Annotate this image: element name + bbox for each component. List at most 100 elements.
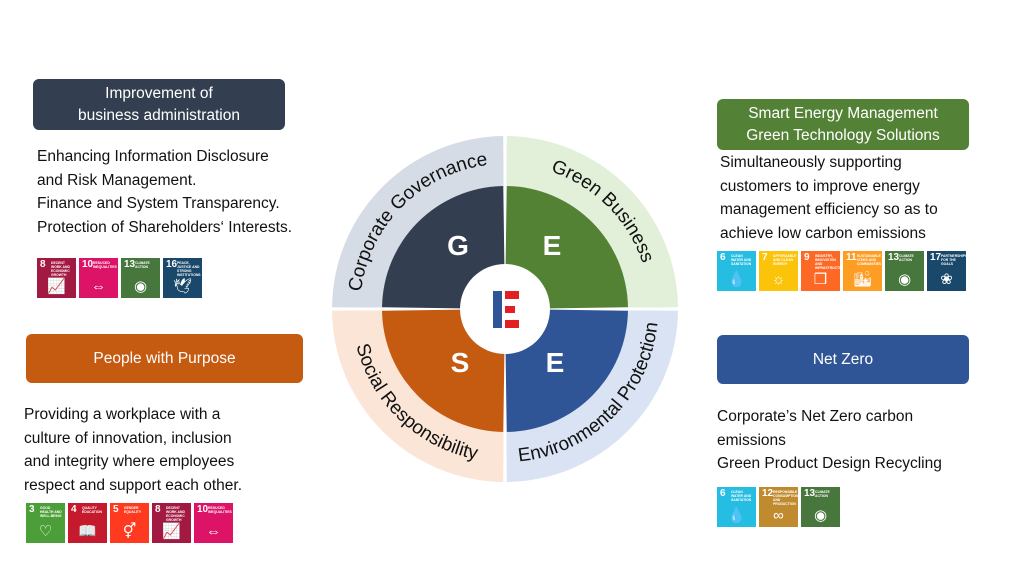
header-people-with-purpose: People with Purpose (26, 334, 303, 383)
description-line: Corporate’s Net Zero carbon (717, 408, 914, 425)
sdg-goal-17-tile: 17Partnerships for the goals ❀ (927, 251, 966, 291)
sdg-goal-12-tile: 12Responsible consumption and production… (759, 487, 798, 527)
sdg-goal-13-tile: 13Climate action ◉ (885, 251, 924, 291)
sdg-number: 13 (888, 252, 900, 263)
sdg-number: 4 (71, 504, 77, 515)
sdg-number: 13 (124, 259, 136, 270)
sdg-label: Reduced inequalities (93, 261, 117, 269)
infinity-icon: ∞ (773, 507, 784, 524)
description-line: and integrity where employees (24, 453, 235, 470)
quadrant-letter-governance: G (447, 230, 469, 261)
sdg-number: 9 (804, 252, 810, 263)
header-line: Improvement of (105, 84, 213, 102)
sdg-label: Gender equality (124, 506, 142, 514)
sdg-number: 8 (40, 259, 46, 270)
header-improvement-business-administration: Improvement of business administration (33, 79, 285, 130)
sdg-label: Industry, innovation and infrastructure (815, 254, 840, 270)
description-line: achieve low carbon emissions (720, 224, 926, 242)
sdg-label: Climate action (815, 490, 830, 498)
header-line: business administration (78, 106, 240, 124)
header-line: Net Zero (812, 350, 874, 368)
eye-icon: ◉ (133, 278, 148, 295)
sdg-label: Good health and well-being (40, 506, 62, 518)
description-line: Green Product Design Recycling (717, 455, 942, 472)
sdg-label: Decent work and economic growth (166, 506, 185, 522)
sdg-label: Clean water and sanitation (731, 490, 752, 502)
sdg-goal-5-tile: 5Gender equality⚥ (110, 503, 149, 543)
sdg-goal-8-tile: 8 Decent work and economic growth📈 (37, 258, 76, 298)
sdg-label: Peace, justice and strong institutions (177, 261, 201, 277)
sdg-label: Reduced inequalities (208, 506, 232, 514)
sdg-goal-6-tile: 6Clean water and sanitation💧 (717, 487, 756, 527)
eye-icon: ◉ (897, 271, 912, 288)
sdg-number: 8 (155, 504, 161, 515)
sdg-number: 17 (930, 252, 942, 263)
sdg-goal-8-tile: 8 Decent work and economic growth📈 (152, 503, 191, 543)
sdg-number: 10 (82, 259, 94, 270)
sdg-label: Climate action (899, 254, 914, 262)
description-line: Finance and System Transparency. (37, 195, 280, 212)
sdg-goal-9-tile: 9 Industry, innovation and infrastructure… (801, 251, 840, 291)
description-line: and Risk Management. (37, 171, 197, 189)
dove-icon: 🕊 (172, 278, 193, 295)
chart-up-icon: 📈 (162, 523, 181, 540)
book-icon: 📖 (78, 523, 97, 540)
ring-segment-environmental-protection (506, 310, 678, 482)
description-line: management efficiency so as to (720, 201, 938, 218)
sdg-goal-13-tile: 13Climate action◉ (801, 487, 840, 527)
sdg-label: Sustainable cities and communities (857, 254, 882, 266)
sdg-goal-16-tile: 16Peace, justice and strong institutions… (163, 258, 202, 298)
sun-icon: ☼ (771, 271, 786, 288)
sdg-goal-10-tile: 10Reduced inequalities ⇔ (79, 258, 118, 298)
sdg-label: Climate action (135, 261, 150, 269)
ring-segment-green-business (506, 136, 678, 308)
governance-description: Enhancing Information Disclosure and Risk… (37, 145, 292, 239)
ring-segment-governance (332, 136, 504, 308)
header-net-zero: Net Zero (717, 335, 969, 384)
quadrant-letter-green-business: E (543, 230, 562, 261)
governance-sdg-icons: 8 Decent work and economic growth📈 10Reduc… (37, 258, 202, 298)
sdg-goal-11-tile: 11Sustainable cities and communities 🏙 (843, 251, 882, 291)
green-business-sdg-icons: 6Clean water and sanitation💧7Affordable … (717, 251, 966, 291)
city-icon: 🏙 (852, 271, 873, 288)
water-drop-icon: 💧 (727, 271, 746, 288)
sdg-label: Decent work and economic growth (51, 261, 70, 277)
header-line: Green Technology Solutions (746, 126, 940, 144)
sdg-label: Partnerships for the goals (941, 254, 966, 266)
flower-icon: ❀ (940, 271, 953, 288)
gender-icon: ⚥ (122, 523, 137, 540)
sdg-goal-7-tile: 7Affordable and clean energy☼ (759, 251, 798, 291)
ring-segment-social-responsibility (332, 310, 504, 482)
description-line: Providing a workplace with a (24, 406, 221, 423)
chart-up-icon: 📈 (47, 278, 66, 295)
sdg-label: Responsible consumption and production (773, 490, 798, 506)
sdg-number: 10 (197, 504, 209, 515)
social-sdg-icons: 3 Good health and well-being ♡ 4 Quality edu… (26, 503, 233, 543)
sdg-number: 3 (29, 504, 35, 515)
description-line: emissions (717, 431, 786, 449)
quadrant-letter-social-responsibility: S (451, 347, 470, 378)
quadrant-letter-environmental-protection: E (546, 347, 565, 378)
sdg-goal-4-tile: 4 Quality education 📖 (68, 503, 107, 543)
header-line: Smart Energy Management (748, 104, 938, 122)
sdg-number: 11 (846, 252, 857, 263)
company-logo (493, 291, 519, 328)
equality-icon: ⇔ (91, 278, 106, 295)
sdg-goal-13-tile: 13Climate action ◉ (121, 258, 160, 298)
heartbeat-icon: ♡ (38, 523, 53, 540)
sdg-label: Quality education (82, 506, 102, 514)
description-line: culture of innovation, inclusion (24, 429, 232, 447)
sdg-number: 16 (166, 259, 178, 270)
cubes-icon: ❒ (813, 271, 828, 288)
description-line: Enhancing Information Disclosure (37, 148, 269, 165)
description-line: Simultaneously supporting (720, 154, 902, 171)
net-zero-sdg-icons: 6Clean water and sanitation💧12Responsibl… (717, 487, 840, 527)
description-line: Protection of Shareholders‘ Interests. (37, 218, 293, 236)
social-description: Providing a workplace with a culture of i… (24, 403, 242, 497)
sdg-label: Clean water and sanitation (731, 254, 752, 266)
sdg-number: 7 (762, 252, 768, 263)
